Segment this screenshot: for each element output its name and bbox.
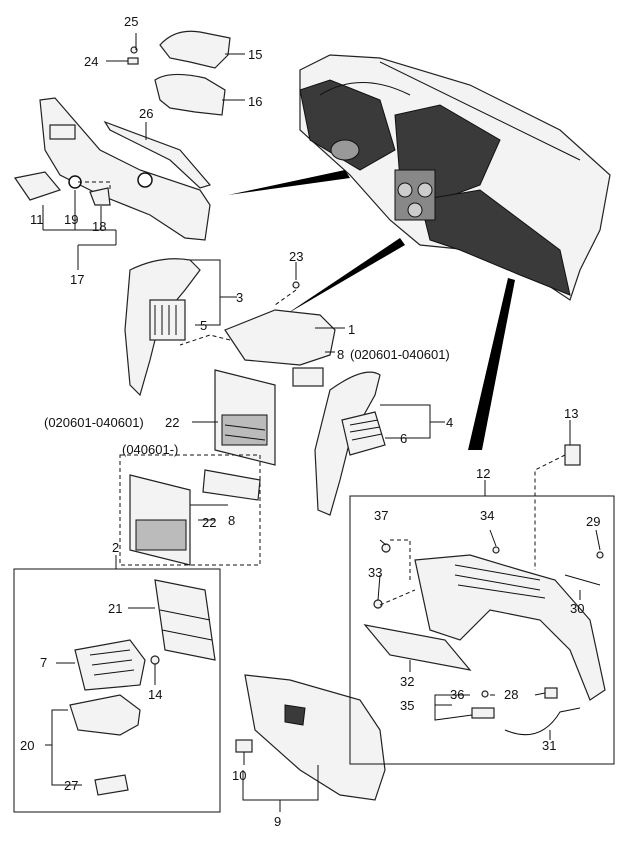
fascia-variant-box bbox=[119, 454, 261, 566]
callout-8: 8 bbox=[337, 347, 344, 362]
callout-19: 19 bbox=[64, 212, 78, 227]
callout-35: 35 bbox=[400, 698, 414, 713]
callout-3: 3 bbox=[236, 290, 243, 305]
side-panel-right bbox=[314, 371, 386, 516]
callout-23: 23 bbox=[289, 249, 303, 264]
callout-24: 24 bbox=[84, 54, 98, 69]
callout-31: 31 bbox=[542, 738, 556, 753]
glove-box bbox=[235, 674, 386, 801]
center-fascia-upper bbox=[214, 369, 276, 466]
callout-22-variant: 22 bbox=[202, 515, 216, 530]
callout-37: 37 bbox=[374, 508, 388, 523]
callout-18: 18 bbox=[92, 219, 106, 234]
callout-29: 29 bbox=[586, 514, 600, 529]
callout-1: 1 bbox=[348, 322, 355, 337]
callout-32: 32 bbox=[400, 674, 414, 689]
pointer-wedges bbox=[228, 170, 515, 450]
callout-5: 5 bbox=[200, 318, 207, 333]
date-note-right: (020601-040601) bbox=[350, 347, 450, 362]
side-panel-left bbox=[124, 258, 201, 397]
callout-15: 15 bbox=[248, 47, 262, 62]
box-2-assembly bbox=[13, 568, 221, 813]
callout-27: 27 bbox=[64, 778, 78, 793]
callout-36: 36 bbox=[450, 687, 464, 702]
callout-33: 33 bbox=[368, 565, 382, 580]
callout-34: 34 bbox=[480, 508, 494, 523]
callout-8-variant: 8 bbox=[228, 513, 235, 528]
steering-column-covers bbox=[127, 30, 231, 116]
callout-22: 22 bbox=[165, 415, 179, 430]
callout-labels: 25 24 15 16 26 11 19 18 17 23 3 5 1 8 (0… bbox=[20, 14, 600, 829]
callout-10: 10 bbox=[232, 768, 246, 783]
box-12-assembly bbox=[349, 444, 615, 765]
callout-4: 4 bbox=[446, 415, 453, 430]
callout-11: 11 bbox=[30, 212, 44, 227]
callout-9: 9 bbox=[274, 814, 281, 829]
callout-12: 12 bbox=[476, 466, 490, 481]
callout-6: 6 bbox=[400, 431, 407, 446]
callout-26: 26 bbox=[139, 106, 153, 121]
callout-16: 16 bbox=[248, 94, 262, 109]
callout-17: 17 bbox=[70, 272, 84, 287]
callout-21: 21 bbox=[108, 601, 122, 616]
lower-crash-pad-assembly bbox=[13, 97, 212, 241]
center-upper-cover bbox=[179, 281, 336, 387]
callout-25: 25 bbox=[124, 14, 138, 29]
date-note-left: (020601-040601) bbox=[44, 415, 144, 430]
callout-30: 30 bbox=[570, 601, 584, 616]
dashboard-overview-drawing bbox=[299, 54, 611, 301]
callout-7: 7 bbox=[40, 655, 47, 670]
callout-14: 14 bbox=[148, 687, 162, 702]
callout-13: 13 bbox=[564, 406, 578, 421]
callout-28: 28 bbox=[504, 687, 518, 702]
callout-20: 20 bbox=[20, 738, 34, 753]
callout-2: 2 bbox=[112, 540, 119, 555]
leader-lines bbox=[42, 33, 601, 812]
date-note-from: (040601-) bbox=[122, 442, 178, 457]
